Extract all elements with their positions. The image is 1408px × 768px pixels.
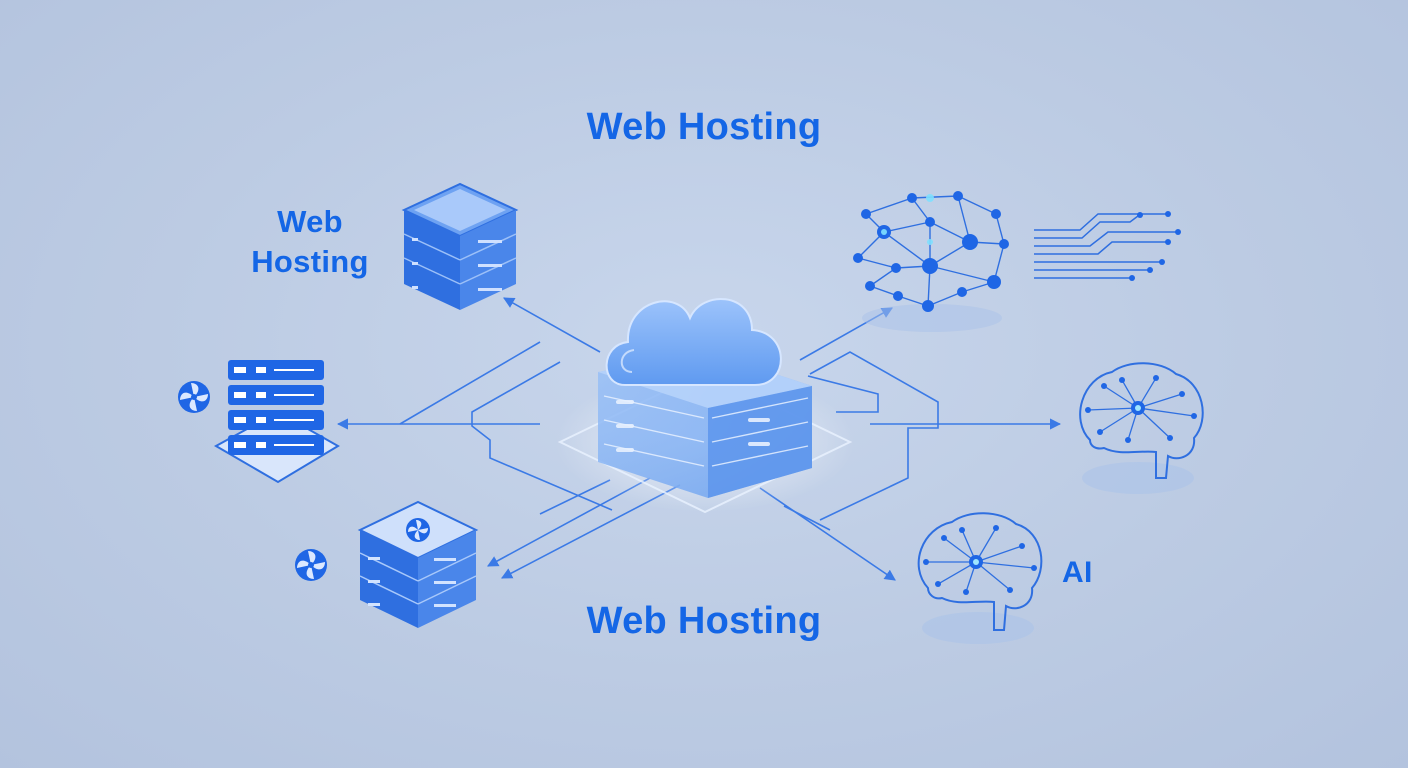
neural-network-icon — [853, 191, 1009, 332]
title-top: Web Hosting — [586, 106, 822, 148]
ai-label: AI — [1062, 556, 1093, 589]
trace-left-upper — [399, 341, 541, 425]
arrow-to-top-server — [503, 297, 601, 353]
label-left: Web Hosting — [240, 202, 380, 282]
fan-icon — [178, 381, 210, 413]
brain-circuit-icon — [1079, 362, 1204, 494]
cloud-server-icon — [598, 297, 812, 498]
arrow-to-brain-bottom — [759, 487, 896, 581]
brain-circuit-icon — [917, 512, 1043, 644]
fan-icon — [295, 549, 327, 581]
server-rack-icon — [213, 360, 340, 484]
label-left-line2: Hosting — [251, 244, 369, 279]
label-left-line1: Web — [277, 204, 343, 239]
trace-left-mid — [471, 361, 613, 511]
title-bottom: Web Hosting — [586, 600, 822, 642]
fan-icon — [406, 518, 430, 542]
trace-right-lower — [783, 505, 831, 531]
server-stack-icon — [401, 182, 519, 310]
circuit-lines-icon — [1034, 211, 1181, 281]
trace-right-upper — [809, 351, 939, 521]
trace-right-mid — [807, 375, 879, 413]
server-stack-icon — [357, 500, 479, 628]
